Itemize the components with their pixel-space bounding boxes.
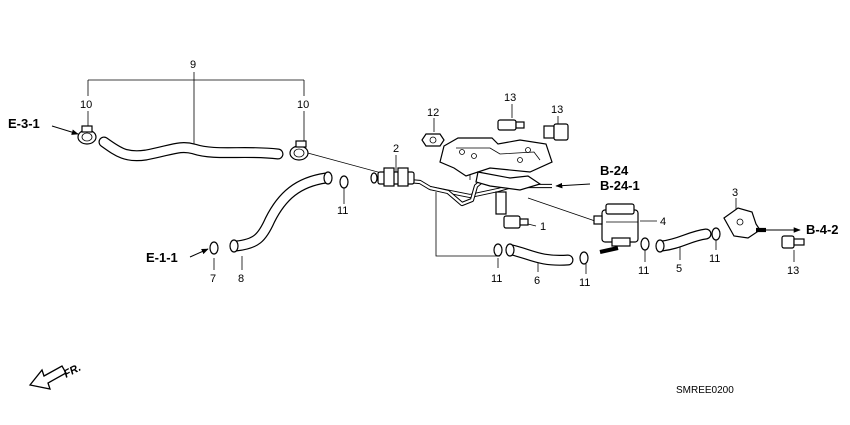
callout-11-b: 11 <box>491 273 502 285</box>
clamp-10-right <box>289 140 309 161</box>
reference-labels: E-3-1 E-1-1 B-24 B-24-1 B-4-2 <box>8 116 839 265</box>
hose-6 <box>505 243 574 266</box>
callout-10-right: 10 <box>297 99 309 111</box>
hose-5 <box>655 228 712 253</box>
joint-2 <box>370 167 415 187</box>
bracket-assembly <box>439 137 553 215</box>
callout-12: 12 <box>427 107 439 119</box>
valve-4 <box>593 203 639 255</box>
callout-11-e: 11 <box>709 253 720 265</box>
hose-8 <box>229 171 333 253</box>
clamp-11-a <box>339 175 349 189</box>
callout-6: 6 <box>534 275 540 287</box>
callout-4: 4 <box>660 216 666 228</box>
callout-13-top: 13 <box>504 92 516 104</box>
clamp-11-b <box>493 243 503 257</box>
bolt-1 <box>503 215 529 229</box>
callout-11-a: 11 <box>337 205 348 217</box>
front-arrow-icon <box>28 365 67 390</box>
bolt-13-top <box>497 119 525 131</box>
callouts: 9 10 10 12 13 13 2 1 4 3 11 7 8 11 6 11 … <box>80 59 799 289</box>
hose-9 <box>98 136 284 162</box>
bolt-13-far-right <box>781 235 805 249</box>
ref-b-24-1: B-24-1 <box>600 178 640 193</box>
callout-11-d: 11 <box>638 265 649 277</box>
callout-10-left: 10 <box>80 99 92 111</box>
callout-11-c: 11 <box>579 277 590 289</box>
ref-e-1-1: E-1-1 <box>146 250 178 265</box>
front-indicator: FR. <box>28 362 83 390</box>
clamp-7 <box>209 241 219 255</box>
ref-e-3-1: E-3-1 <box>8 116 40 131</box>
callout-3: 3 <box>732 187 738 199</box>
clamp-11-d <box>640 237 650 251</box>
callout-9: 9 <box>190 59 196 71</box>
callout-13-right: 13 <box>551 104 563 116</box>
nut-12 <box>421 133 445 147</box>
callout-13-far-right: 13 <box>787 265 799 277</box>
diagram-code: SMREE0200 <box>676 385 734 396</box>
callout-5: 5 <box>676 263 682 275</box>
callout-2: 2 <box>393 143 399 155</box>
reference-arrows <box>51 125 801 258</box>
clamp-11-e <box>711 227 721 241</box>
callout-8: 8 <box>238 273 244 285</box>
connector-3 <box>723 207 766 239</box>
clamp-11-c <box>579 251 589 265</box>
ref-b-24: B-24 <box>600 163 629 178</box>
ref-b-4-2: B-4-2 <box>806 222 839 237</box>
callout-7: 7 <box>210 273 216 285</box>
callout-1: 1 <box>540 221 546 233</box>
clamp-10-left <box>77 125 97 145</box>
bolt-13-right <box>543 123 569 141</box>
front-label: FR. <box>62 362 83 381</box>
